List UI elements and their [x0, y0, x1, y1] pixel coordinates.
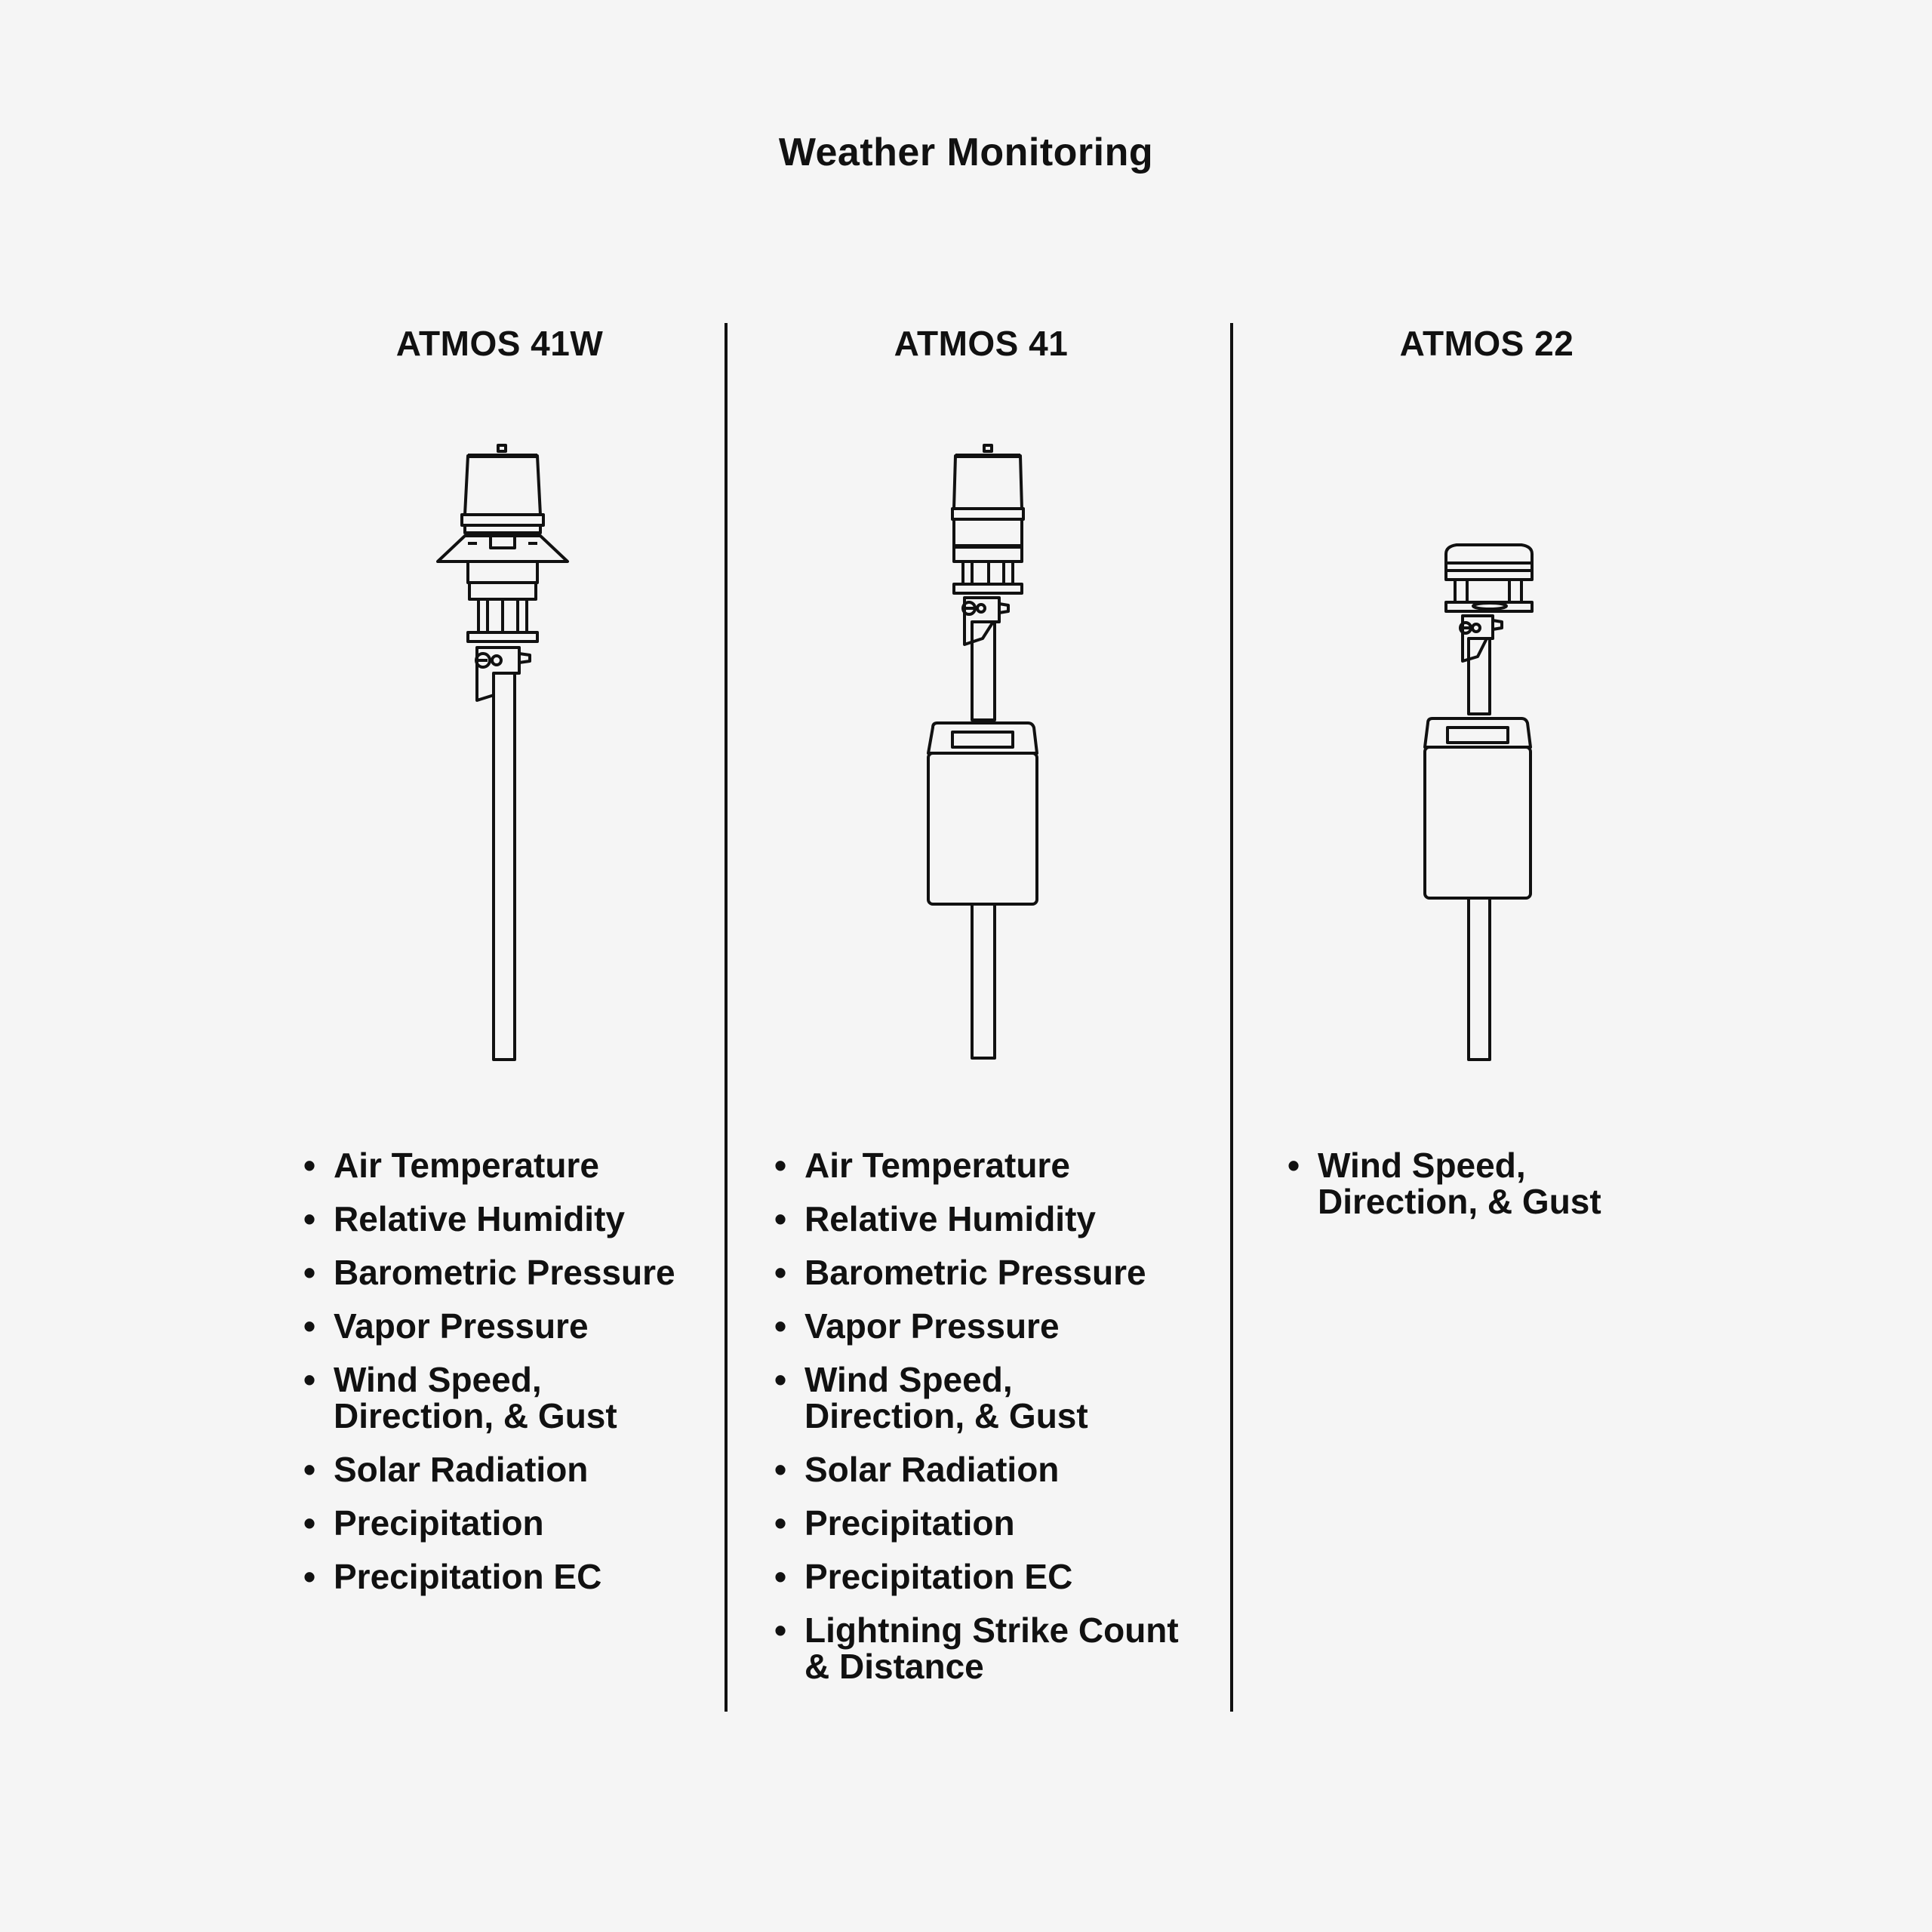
list-item: • Lightning Strike Count & Distance [774, 1612, 1179, 1684]
list-item: • Solar Radiation [774, 1451, 1179, 1487]
column-divider [1230, 323, 1233, 1712]
measurement-label: Precipitation [804, 1503, 1015, 1543]
bullet: • [774, 1306, 787, 1346]
measurement-label: Relative Humidity [334, 1199, 625, 1238]
bullet: • [774, 1450, 787, 1489]
measurement-label: Precipitation EC [804, 1557, 1073, 1596]
bullet: • [303, 1199, 316, 1238]
list-item: • Air Temperature [303, 1147, 675, 1183]
atmos-41w-sensor-icon [278, 430, 731, 1072]
measurement-list-atmos-41w: • Air Temperature • Relative Humidity • Bar… [303, 1147, 675, 1612]
measurement-label: Air Temperature [334, 1146, 599, 1185]
bullet: • [774, 1146, 787, 1185]
measurement-label: Barometric Pressure [334, 1253, 675, 1292]
list-item: • Relative Humidity [774, 1201, 1179, 1237]
measurement-list-atmos-41: • Air Temperature • Relative Humidity • Bar… [774, 1147, 1179, 1702]
measurement-label: Wind Speed, Direction, & Gust [334, 1360, 617, 1435]
bullet: • [774, 1199, 787, 1238]
bullet: • [303, 1306, 316, 1346]
measurement-label: Relative Humidity [804, 1199, 1096, 1238]
column-divider [724, 323, 728, 1712]
measurement-list-atmos-22: • Wind Speed, Direction, & Gust [1287, 1147, 1601, 1237]
measurement-label: Precipitation EC [334, 1557, 602, 1596]
bullet: • [774, 1611, 787, 1650]
list-item: • Wind Speed, Direction, & Gust [303, 1361, 675, 1434]
bullet: • [303, 1253, 316, 1292]
bullet: • [303, 1557, 316, 1596]
measurement-label: Solar Radiation [334, 1450, 589, 1489]
list-item: • Barometric Pressure [774, 1254, 1179, 1291]
measurement-label: Air Temperature [804, 1146, 1070, 1185]
bullet: • [303, 1360, 316, 1399]
measurement-label: Solar Radiation [804, 1450, 1060, 1489]
bullet: • [303, 1450, 316, 1489]
list-item: • Precipitation EC [303, 1558, 675, 1595]
page-title: Weather Monitoring [778, 131, 1154, 174]
list-item: • Wind Speed, Direction, & Gust [774, 1361, 1179, 1434]
bullet: • [774, 1360, 787, 1399]
bullet: • [774, 1557, 787, 1596]
atmos-22-sensor-icon [1253, 430, 1706, 1072]
measurement-label: Wind Speed, Direction, & Gust [1318, 1146, 1601, 1221]
atmos-41-sensor-icon [755, 430, 1208, 1072]
measurement-label: Vapor Pressure [334, 1306, 589, 1346]
list-item: • Solar Radiation [303, 1451, 675, 1487]
list-item: • Air Temperature [774, 1147, 1179, 1183]
bullet: • [303, 1503, 316, 1543]
bullet: • [774, 1503, 787, 1543]
list-item: • Precipitation EC [774, 1558, 1179, 1595]
sensor-title-atmos-41w: ATMOS 41W [395, 324, 604, 363]
measurement-label: Lightning Strike Count & Distance [804, 1611, 1179, 1686]
bullet: • [774, 1253, 787, 1292]
list-item: • Precipitation [303, 1505, 675, 1541]
list-item: • Barometric Pressure [303, 1254, 675, 1291]
list-item: • Vapor Pressure [303, 1308, 675, 1344]
list-item: • Wind Speed, Direction, & Gust [1287, 1147, 1601, 1220]
sensor-title-atmos-22: ATMOS 22 [1399, 324, 1574, 363]
bullet: • [1287, 1146, 1300, 1185]
measurement-label: Vapor Pressure [804, 1306, 1060, 1346]
bullet: • [303, 1146, 316, 1185]
list-item: • Relative Humidity [303, 1201, 675, 1237]
list-item: • Vapor Pressure [774, 1308, 1179, 1344]
list-item: • Precipitation [774, 1505, 1179, 1541]
measurement-label: Precipitation [334, 1503, 544, 1543]
measurement-label: Barometric Pressure [804, 1253, 1146, 1292]
measurement-label: Wind Speed, Direction, & Gust [804, 1360, 1088, 1435]
sensor-title-atmos-41: ATMOS 41 [894, 324, 1069, 363]
